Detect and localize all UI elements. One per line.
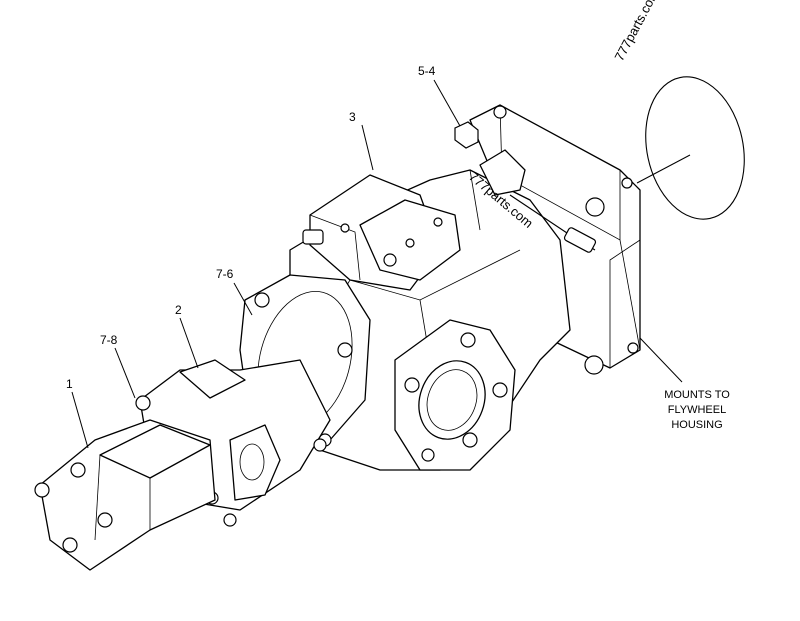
leader-5-4 bbox=[433, 79, 461, 127]
solenoid-sensor bbox=[479, 149, 597, 253]
leader-note bbox=[639, 337, 683, 383]
o-ring-leader bbox=[636, 154, 691, 184]
control-valve bbox=[302, 174, 461, 291]
callout-1: 1 bbox=[66, 377, 73, 391]
callout-3: 3 bbox=[349, 110, 356, 124]
callout-5-4: 5-4 bbox=[418, 64, 436, 78]
callout-2: 2 bbox=[175, 303, 182, 317]
note-line-3: HOUSING bbox=[671, 419, 722, 431]
o-ring-seal bbox=[645, 76, 745, 220]
front-mounting-flange bbox=[394, 319, 516, 471]
leader-1 bbox=[71, 391, 89, 449]
leader-3 bbox=[361, 124, 374, 171]
note-line-1: MOUNTS TO bbox=[664, 389, 730, 401]
callout-7-6: 7-6 bbox=[216, 267, 234, 281]
leader-2 bbox=[179, 317, 199, 369]
leader-7-6 bbox=[233, 282, 253, 316]
callout-7-8: 7-8 bbox=[100, 333, 118, 347]
note-line-2: FLYWHEEL bbox=[668, 404, 726, 416]
gear-pump bbox=[34, 419, 216, 571]
cap-bolt bbox=[454, 121, 479, 149]
watermark-top-right: 777parts.com bbox=[611, 0, 661, 63]
leader-7-8 bbox=[114, 347, 136, 399]
